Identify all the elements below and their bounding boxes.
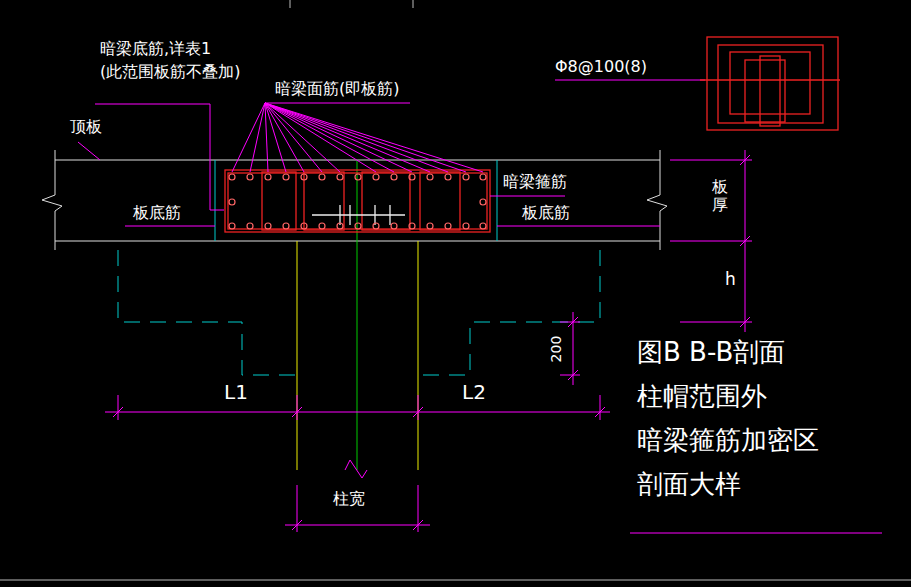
- note-label: 暗梁底筋,详表1: [100, 40, 211, 58]
- note-label: (此范围板筋不叠加): [100, 63, 240, 81]
- dimension-label: h: [725, 270, 736, 290]
- rebar-spec: Φ8@100(8): [555, 58, 647, 76]
- dimension-label: L1: [224, 381, 248, 404]
- dimension-label: 200: [548, 336, 564, 363]
- part-label: 顶板: [70, 118, 102, 136]
- dimension-label: 柱宽: [333, 490, 365, 508]
- drawing-title: 暗梁箍筋加密区: [637, 426, 819, 456]
- rebar-label: 暗梁箍筋: [503, 173, 567, 191]
- rebar-label: 板底筋: [133, 204, 181, 222]
- rebar-label: 板底筋: [522, 204, 570, 222]
- drawing-title: 图B B-B剖面: [637, 338, 785, 368]
- drawing-title: 剖面大样: [637, 470, 741, 500]
- dimension-label: 板厚: [712, 178, 728, 213]
- rebar-label: 暗梁面筋(即板筋): [275, 80, 399, 98]
- drawing-title: 柱帽范围外: [637, 382, 767, 412]
- dimension-label: L2: [462, 381, 486, 404]
